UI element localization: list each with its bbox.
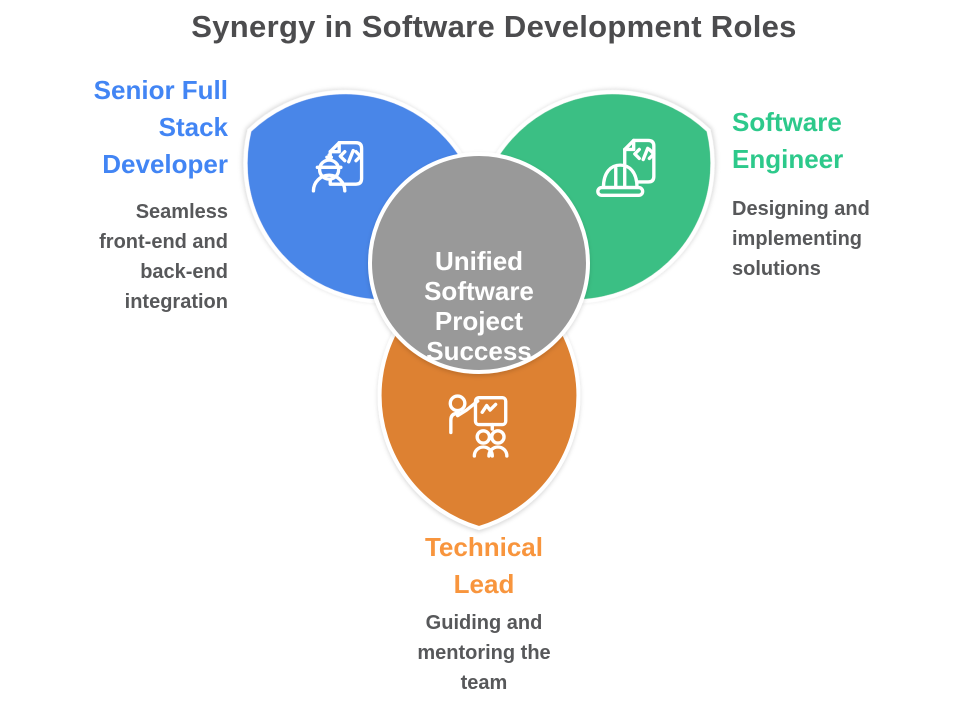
role-description: Guiding and mentoring the team bbox=[324, 608, 644, 698]
file-fold-corner bbox=[623, 138, 636, 152]
code-file-shape bbox=[328, 141, 364, 186]
role-fullstack-developer: Senior Full Stack Developer Seamless fro… bbox=[0, 72, 228, 317]
board-scribble bbox=[480, 402, 498, 414]
description-line: integration bbox=[124, 291, 228, 313]
role-label: Senior Full Stack Developer bbox=[0, 72, 228, 183]
label-line: Engineer bbox=[732, 144, 844, 174]
label-line: Stack bbox=[158, 112, 228, 142]
role-label: Software Engineer bbox=[732, 104, 944, 178]
label-line: Technical bbox=[424, 532, 543, 562]
label-line: Senior Full bbox=[93, 75, 228, 105]
hardhat-and-code-file-icon bbox=[596, 138, 656, 198]
role-description: Seamless front-end and back-end integrat… bbox=[0, 197, 228, 317]
code-file-shape bbox=[623, 138, 656, 184]
role-label: Technical Lead bbox=[324, 529, 644, 603]
description-line: Seamless bbox=[135, 201, 228, 223]
team-bodies bbox=[472, 445, 509, 458]
code-glyph bbox=[338, 148, 363, 164]
code-glyph bbox=[633, 146, 656, 162]
description-line: implementing bbox=[732, 228, 863, 250]
presenter-arm bbox=[455, 399, 480, 418]
description-line: Guiding and bbox=[425, 612, 543, 634]
description-line: team bbox=[460, 672, 508, 694]
center-circle bbox=[368, 152, 590, 374]
description-line: front-end and bbox=[99, 231, 228, 253]
label-line: Lead bbox=[453, 569, 515, 599]
label-line: Software bbox=[732, 107, 842, 137]
hardhat-top-cross bbox=[325, 153, 334, 162]
description-line: solutions bbox=[732, 258, 821, 280]
center-line: Success bbox=[426, 336, 532, 366]
role-technical-lead: Technical Lead Guiding and mentoring the… bbox=[324, 529, 644, 698]
presenter-with-team-icon bbox=[448, 394, 509, 458]
role-description: Designing and implementing solutions bbox=[732, 194, 944, 284]
description-line: Designing and bbox=[732, 198, 870, 220]
center-line: Project bbox=[434, 306, 524, 336]
center-line: Software bbox=[424, 276, 534, 306]
developer-shoulders bbox=[311, 173, 347, 193]
description-line: back-end bbox=[140, 261, 228, 283]
presenter-head bbox=[448, 394, 467, 413]
description-line: mentoring the bbox=[417, 642, 551, 664]
page-title: Synergy in Software Development Roles bbox=[191, 9, 797, 44]
center-circle-label: Unified Software Project Success bbox=[399, 246, 559, 366]
hardhat-dome bbox=[601, 163, 639, 190]
team-member-head bbox=[475, 429, 492, 445]
team-member-head bbox=[490, 429, 506, 445]
developer-with-hardhat-and-code-file-icon bbox=[311, 141, 364, 193]
center-line: Unified bbox=[434, 246, 524, 276]
file-fold-corner bbox=[328, 141, 341, 154]
hardhat-ridge bbox=[614, 166, 627, 190]
role-software-engineer: Software Engineer Designing and implemen… bbox=[732, 104, 944, 284]
hardhat-brim bbox=[596, 185, 645, 198]
label-line: Developer bbox=[102, 149, 228, 179]
presenter-body bbox=[449, 411, 461, 435]
